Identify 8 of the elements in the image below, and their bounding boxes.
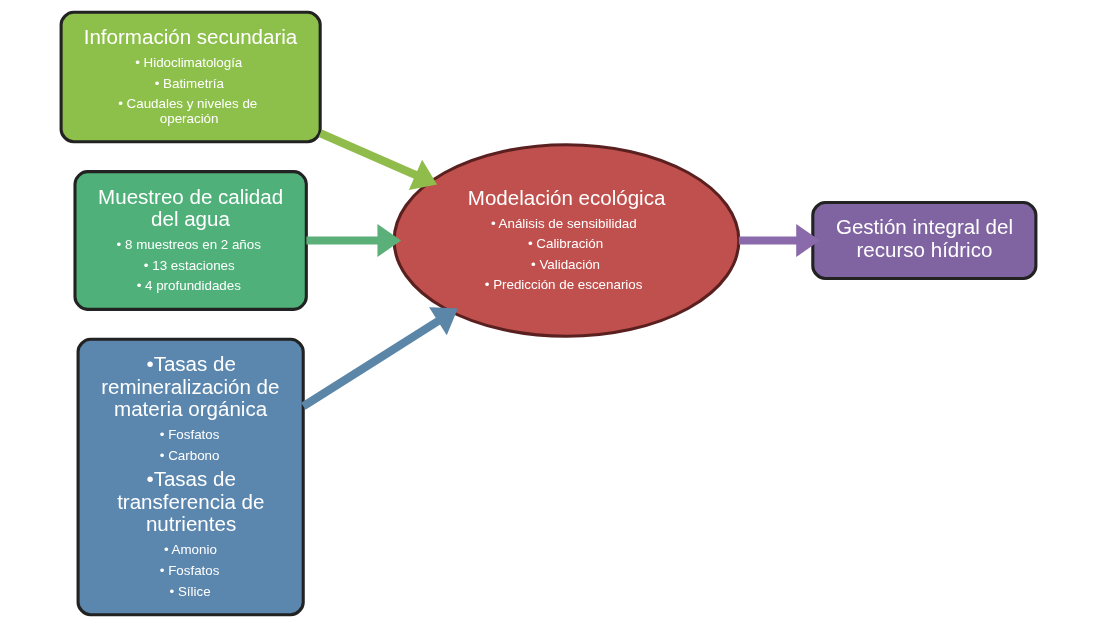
arrow — [301, 307, 458, 410]
node-box: Información secundaria • Hidoclimatología • Batimetría • Caudales y niveles de operación — [59, 10, 322, 144]
node-box: Muestreo de calidad del agua • 8 muestreos en 2 años • 13 estaciones • 4 profundidades — [73, 170, 308, 311]
arrow — [738, 223, 820, 258]
node-box: •Tasas de remineralización de materia orgánica • Fosfatos • Carbono •Tasas de transferencia de nutrientes • Amonio • Fosfatos • Sílice — [76, 337, 305, 617]
node-box: Gestión integral del recurso hídrico — [811, 200, 1038, 281]
arrow — [318, 129, 438, 191]
arrow — [306, 223, 402, 258]
